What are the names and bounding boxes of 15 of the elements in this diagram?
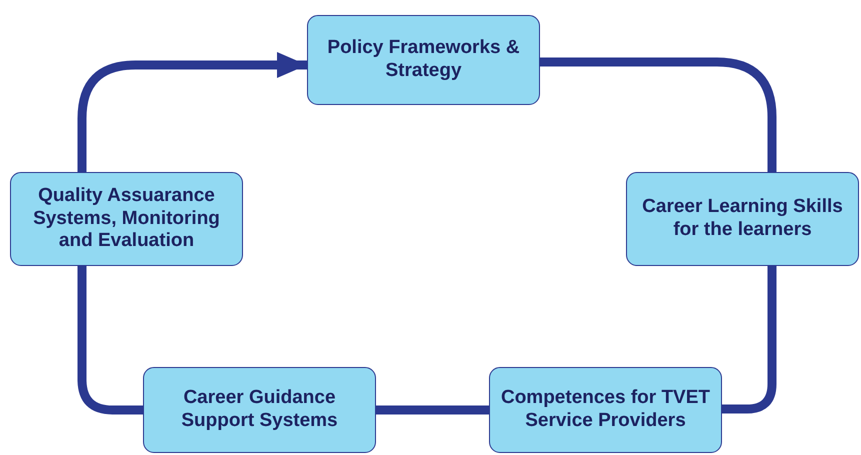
connector-line [376,406,489,414]
box-label: Competences for TVET Service Providers [500,387,712,433]
connector-line [78,266,143,414]
process-box [489,367,722,453]
box-label: Quality Assuarance Systems, Monitoring and Evaluation [32,184,221,254]
process-box [10,172,243,266]
box-label: Career Learning Skills for the learners [641,196,844,242]
box-label: Career Guidance Support Systems [180,387,339,433]
process-box [143,367,376,453]
process-box [307,15,540,105]
connector-line [540,58,776,172]
process-box [626,172,859,266]
arrow [78,52,307,172]
connector-line [722,266,776,414]
box-label: Policy Frameworks & Strategy [326,37,521,83]
